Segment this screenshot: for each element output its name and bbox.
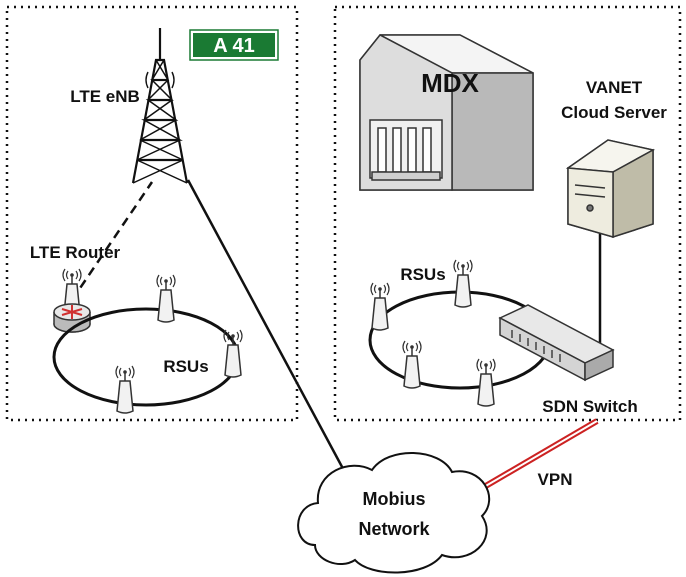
vpn-label: VPN [538, 470, 573, 489]
right-rsu-label: RSUs [400, 265, 445, 284]
lte-router-icon [53, 268, 91, 333]
road-sign: A 41 [189, 29, 279, 61]
building-label: MDX [421, 68, 479, 98]
cloud-label-line1: Mobius [363, 489, 426, 509]
tower-label: LTE eNB [70, 87, 140, 106]
tower-to-cloud-link [186, 179, 350, 479]
router-to-tower-link [70, 181, 154, 301]
left-rsu-label: RSUs [163, 357, 208, 376]
left-rsu-ring [52, 307, 240, 407]
left-rsu-icon [115, 365, 135, 414]
router-label: LTE Router [30, 243, 121, 262]
right-area-boundary [333, 5, 682, 422]
left-area-boundary [5, 5, 299, 422]
vpn-link [470, 418, 599, 497]
cloud-server-icon [565, 139, 656, 239]
right-rsu-icon [453, 259, 473, 308]
switch-label: SDN Switch [542, 397, 637, 416]
server-label-line1: VANET [586, 78, 643, 97]
right-rsu-icon [370, 282, 390, 331]
right-rsu-icon [476, 358, 496, 407]
right-rsu-icon [402, 340, 422, 389]
left-rsu-icon [223, 329, 243, 378]
sdn-switch-icon [498, 304, 615, 382]
lte-tower-icon [131, 28, 189, 184]
mobius-cloud-icon [297, 452, 491, 574]
left-rsu-icon [156, 274, 176, 323]
road-sign-text: A 41 [213, 35, 255, 57]
server-label-line2: Cloud Server [561, 103, 667, 122]
cloud-label-line2: Network [358, 519, 430, 539]
mdx-building-icon [359, 34, 534, 191]
